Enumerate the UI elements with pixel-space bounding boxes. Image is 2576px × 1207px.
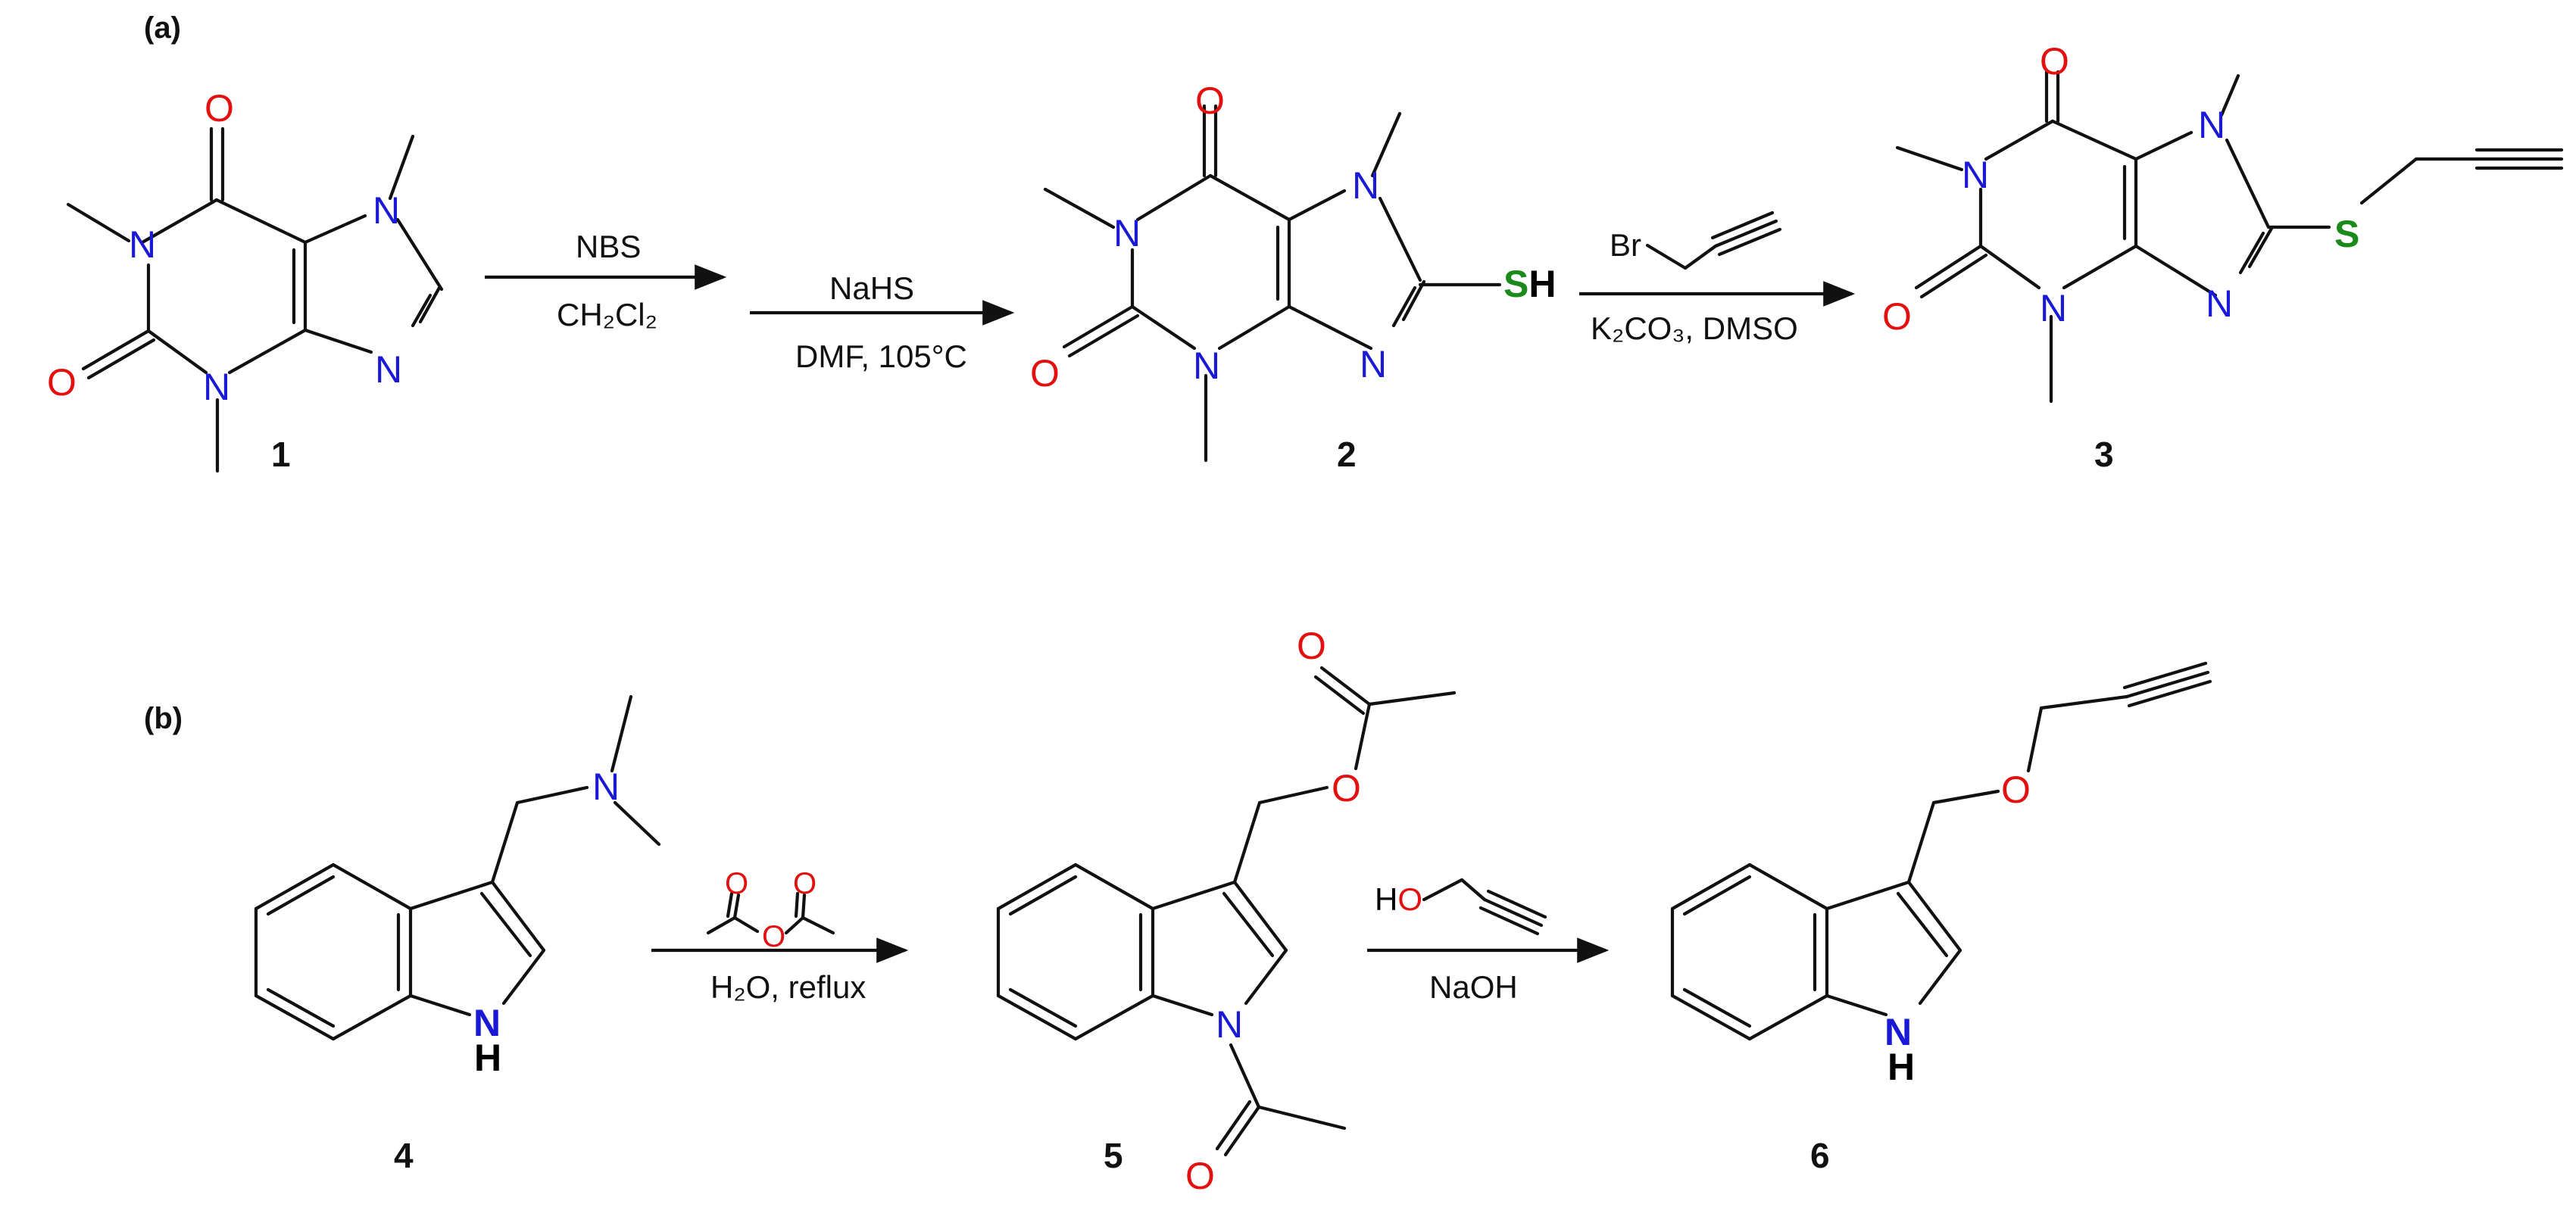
reagent-ch2cl2: CH₂Cl₂ [557,297,657,332]
compound-number-1: 1 [271,435,291,474]
compound-1-structure: O O N N N N [47,87,444,473]
atom-n: N [1193,345,1220,387]
atom-n: N [1962,154,1989,196]
atom-n: N [1216,1003,1243,1046]
compound-6-structure: O N H [1670,661,2212,1088]
atom-n: N [203,366,230,408]
compound-3-structure: O O N N N N S [1882,40,2564,404]
atom-o: O [1185,1155,1215,1197]
compound-number-2: 2 [1337,435,1357,474]
reagent-nahs: NaHS [829,270,914,306]
reagent-dmf-105c: DMF, 105°C [795,338,967,374]
reagent-h2o-reflux: H₂O, reflux [710,969,866,1005]
hydroxyl-group: HO [1375,881,1422,917]
atom-n: N [592,766,620,808]
atom-n: N [473,1002,501,1044]
atom-o: O [1030,352,1060,395]
atom-n: N [1884,1011,1912,1053]
atom-o: O [793,867,817,900]
compound-2-structure: O O N N N N SH [1030,80,1556,463]
atom-h: H [1888,1046,1915,1088]
reagent-k2co3-dmso: K₂CO₃, DMSO [1591,310,1798,346]
reagent-nbs: NBS [576,229,641,264]
atom-o: O [1882,295,1912,338]
panel-label-b: (b) [144,702,183,735]
atom-o: O [1332,767,1361,809]
reagent-propargyl-alcohol: HO [1375,878,1547,936]
atom-s: S [2334,213,2359,255]
atom-h: H [474,1037,501,1079]
atom-n: N [2198,104,2225,146]
atom-o: O [762,920,785,953]
compound-number-6: 6 [1810,1136,1830,1175]
compound-number-3: 3 [2094,435,2114,474]
reagent-naoh: NaOH [1429,969,1518,1005]
atom-n: N [1352,164,1379,207]
atom-o: O [2040,40,2069,83]
atom-br: Br [1610,227,1641,263]
atom-o: O [205,87,234,129]
atom-n: N [1360,343,1387,385]
atom-o: O [725,867,748,900]
compound-number-5: 5 [1104,1136,1123,1175]
atom-o: O [47,361,76,404]
reagent-acetic-anhydride: O O O [706,867,835,953]
thiol-group: SH [1503,263,1556,305]
compound-5-structure: O O N O [996,625,1457,1197]
panel-label-a: (a) [144,11,181,45]
atom-o: O [2001,769,2031,811]
compound-4-structure: N N H [254,694,661,1079]
atom-n: N [375,348,402,391]
reagent-propargyl-bromide: Br [1610,211,1782,270]
atom-n: N [2206,282,2233,325]
atom-n: N [129,223,156,266]
atom-n: N [2040,287,2067,329]
atom-n: N [373,189,400,232]
atom-n: N [1113,212,1141,254]
atom-o: O [1195,80,1225,122]
compound-number-4: 4 [394,1136,414,1175]
atom-o: O [1297,625,1326,667]
